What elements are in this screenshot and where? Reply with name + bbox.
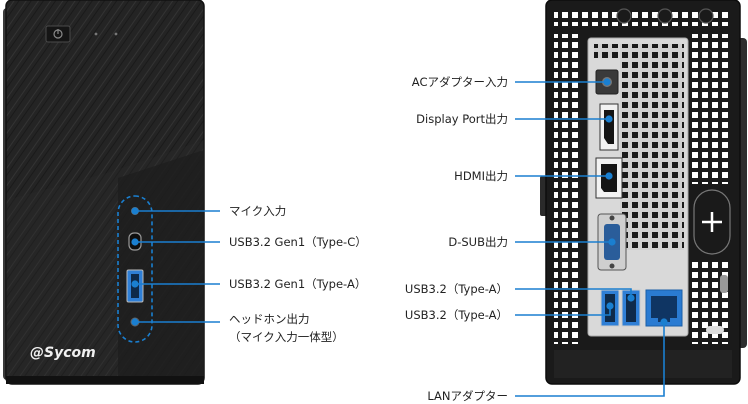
label-hdmi: HDMI出力	[454, 169, 508, 183]
label-dsub: D-SUB出力	[448, 235, 508, 249]
label-displayport: Display Port出力	[416, 112, 508, 126]
front-callouts	[131, 207, 220, 326]
label-headphone-note: （マイク入力一体型）	[229, 330, 344, 344]
front-case	[3, 0, 205, 385]
label-ac-adapter: ACアダプター入力	[411, 75, 508, 89]
rear-callouts	[515, 78, 668, 397]
label-usb-a-front: USB3.2 Gen1（Type-A）	[229, 277, 367, 291]
rear-io-panel	[587, 37, 689, 337]
label-lan: LANアダプター	[427, 389, 508, 403]
label-usb-c: USB3.2 Gen1（Type-C）	[229, 235, 367, 249]
front-port-group-outline	[117, 195, 153, 343]
label-headphone: ヘッドホン出力	[229, 312, 310, 326]
label-usb-a-rear-1: USB3.2（Type-A）	[404, 282, 508, 296]
label-usb-a-rear-2: USB3.2（Type-A）	[404, 308, 508, 322]
label-mic-in: マイク入力	[229, 204, 287, 218]
brand-logo: @Sycom	[30, 345, 96, 361]
